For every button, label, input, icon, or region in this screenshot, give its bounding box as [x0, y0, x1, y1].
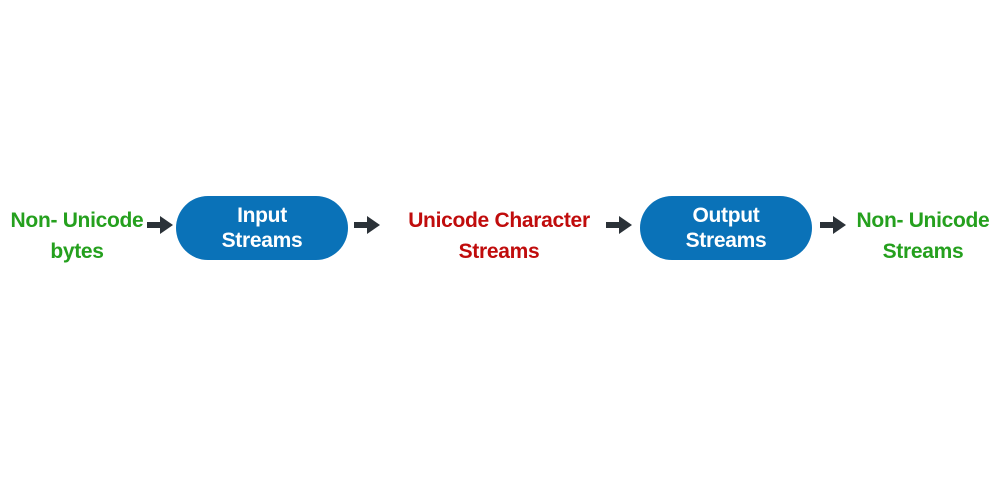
- arrow-right-icon: [820, 216, 846, 234]
- input-streams-node: Input Streams: [176, 196, 348, 260]
- target-label-line-1: Non- Unicode: [856, 209, 990, 232]
- unicode-label-line-2: Streams: [458, 240, 540, 263]
- source-label-line-2: bytes: [50, 240, 104, 263]
- unicode-character-streams-label: Unicode Character Streams: [392, 205, 606, 267]
- output-streams-line-1: Output: [692, 204, 760, 227]
- input-streams-line-2: Streams: [221, 229, 303, 252]
- target-label-line-2: Streams: [882, 240, 964, 263]
- arrow-right-icon: [354, 216, 380, 234]
- arrow-right-icon: [606, 216, 632, 234]
- input-streams-line-1: Input: [237, 204, 287, 227]
- output-streams-line-2: Streams: [685, 229, 767, 252]
- output-streams-node: Output Streams: [640, 196, 812, 260]
- arrow-right-icon: [147, 216, 173, 234]
- target-label: Non- Unicode Streams: [852, 205, 994, 267]
- source-label: Non- Unicode bytes: [6, 205, 148, 267]
- source-label-line-1: Non- Unicode: [10, 209, 144, 232]
- unicode-label-line-1: Unicode Character: [408, 209, 590, 232]
